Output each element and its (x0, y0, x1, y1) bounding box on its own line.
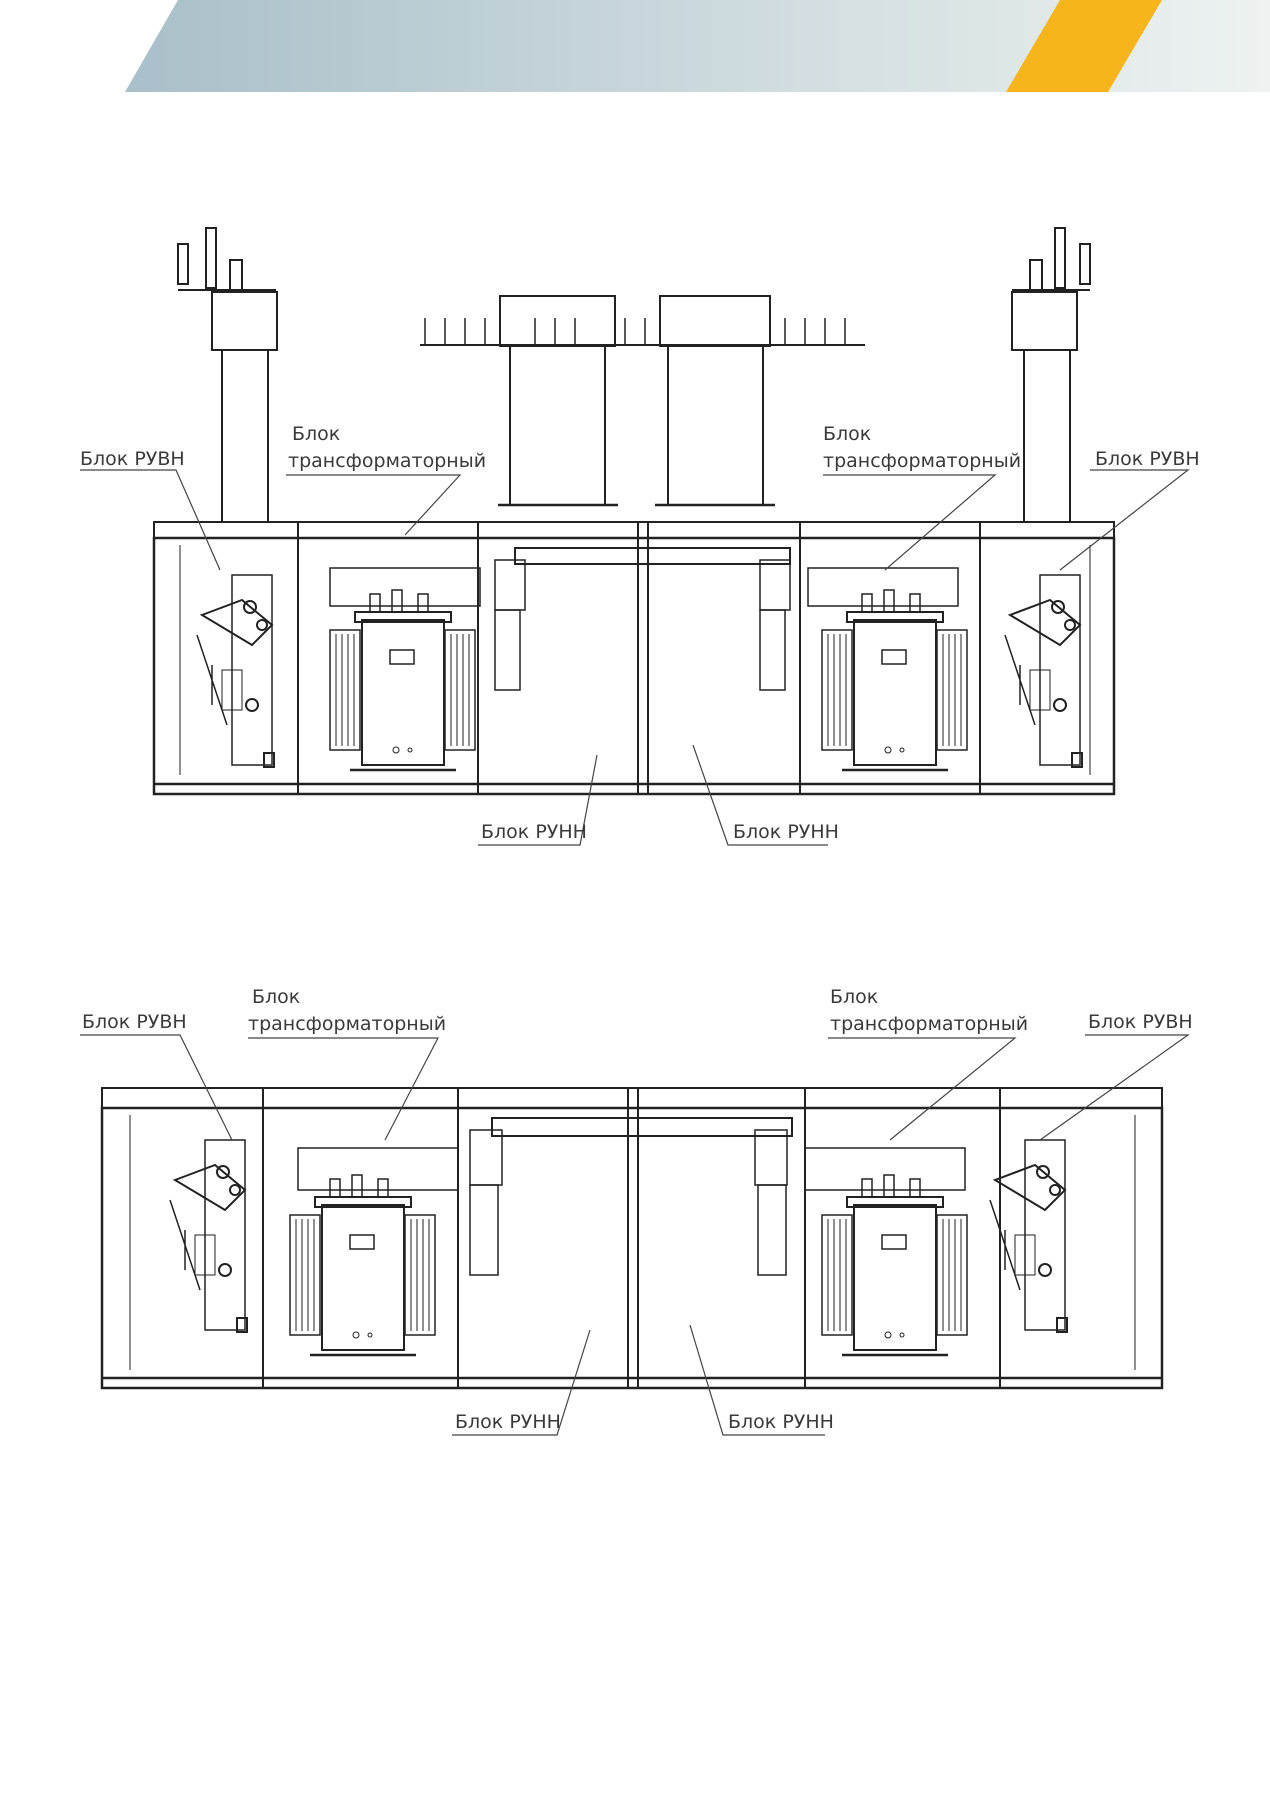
top-view-drawing (80, 227, 1190, 846)
bottom-label-runn-left: Блок РУНН (455, 1411, 561, 1433)
banner-accent-stripe (1006, 0, 1162, 92)
header-banner (125, 0, 1270, 92)
bottom-label-ruvn-left: Блок РУВН (82, 1011, 187, 1033)
top-label-ruvn-left: Блок РУВН (80, 448, 185, 470)
top-label-trans-right-line2: трансформаторный (823, 450, 1021, 472)
banner-gradient-band (125, 0, 1270, 92)
top-label-trans-left-line1: Блок (292, 423, 340, 445)
bottom-view-drawing (80, 1034, 1190, 1436)
bottom-label-trans-right-line2: трансформаторный (830, 1013, 1028, 1035)
top-label-runn-left: Блок РУНН (481, 821, 587, 843)
bottom-label-ruvn-right: Блок РУВН (1088, 1011, 1193, 1033)
top-label-trans-right-line1: Блок (823, 423, 871, 445)
top-label-runn-right: Блок РУНН (733, 821, 839, 843)
bottom-label-trans-right-line1: Блок (830, 986, 878, 1008)
bottom-label-runn-right: Блок РУНН (728, 1411, 834, 1433)
bottom-label-trans-left-line1: Блок (252, 986, 300, 1008)
bottom-label-trans-left-line2: трансформаторный (248, 1013, 446, 1035)
top-label-ruvn-right: Блок РУВН (1095, 448, 1200, 470)
top-label-trans-left-line2: трансформаторный (288, 450, 486, 472)
